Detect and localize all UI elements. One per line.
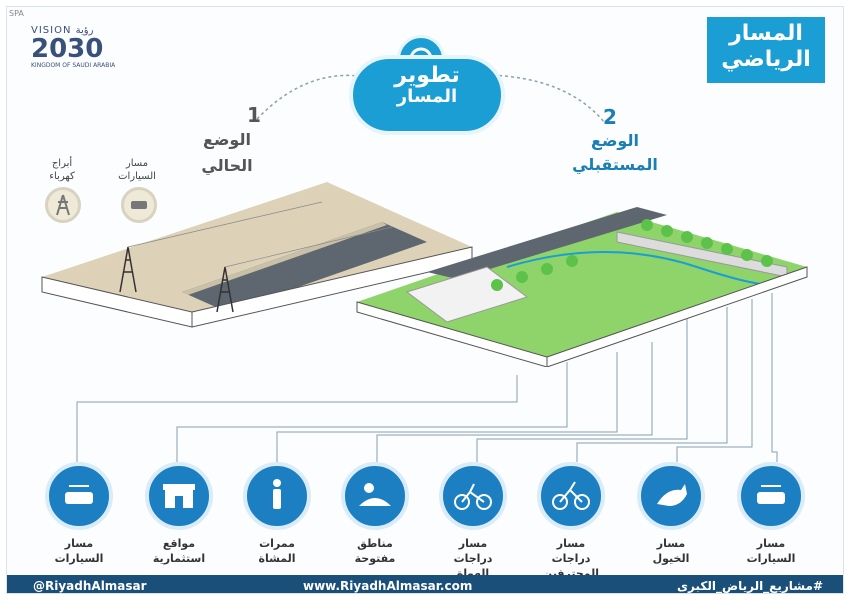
center-line1: تطوير — [394, 63, 460, 88]
title-line2: الرياضي — [721, 47, 811, 72]
logo-vision-text: VISION — [31, 25, 72, 36]
watermark: SPA — [9, 9, 24, 18]
infographic-frame: SPA VISION رؤية 2030 KINGDOM OF SAUDI AR… — [6, 6, 844, 594]
category-connectors — [76, 293, 778, 462]
logo-year: 2030 — [31, 34, 104, 64]
power-tower-icon — [45, 187, 81, 223]
pedestrian-icon — [243, 462, 311, 530]
car-icon — [121, 187, 157, 223]
page-title: المسار الرياضي — [707, 17, 825, 83]
hashtag: #مشاريع_الرياض_الكبرى — [676, 579, 823, 593]
shop-icon — [145, 462, 213, 530]
future-line1: الوضع — [591, 131, 639, 150]
current-line1: الوضع — [203, 130, 251, 149]
logo-kingdom: KINGDOM OF SAUDI ARABIA — [31, 62, 116, 69]
future-number: 2 — [603, 105, 617, 129]
future-label: الوضع المستقبلي — [555, 129, 675, 177]
future-line2: المستقبلي — [572, 155, 658, 174]
horse-icon — [637, 462, 705, 530]
website-link[interactable]: www.RiyadhAlmasar.com — [303, 579, 473, 593]
current-line2: الحالي — [201, 156, 253, 175]
bike-icon — [439, 462, 507, 530]
logo-arabic-text: رؤية — [75, 25, 94, 36]
current-road-diagram — [41, 182, 473, 328]
pro-bike-icon — [537, 462, 605, 530]
footer-bar: @RiyadhAlmasar www.RiyadhAlmasar.com #مش… — [7, 575, 843, 593]
current-label: الوضع الحالي — [182, 127, 272, 179]
twitter-handle[interactable]: @RiyadhAlmasar — [33, 579, 147, 593]
center-line2: المسار — [396, 86, 458, 107]
future-road-diagram — [356, 207, 808, 367]
title-line1: المسار — [729, 21, 803, 46]
car-icon — [45, 462, 113, 530]
center-badge: تطوير المسار — [349, 55, 505, 135]
car-icon — [737, 462, 805, 530]
current-number: 1 — [247, 103, 261, 127]
vision-logo: VISION رؤية 2030 KINGDOM OF SAUDI ARABIA — [31, 25, 171, 77]
open-area-icon — [341, 462, 409, 530]
